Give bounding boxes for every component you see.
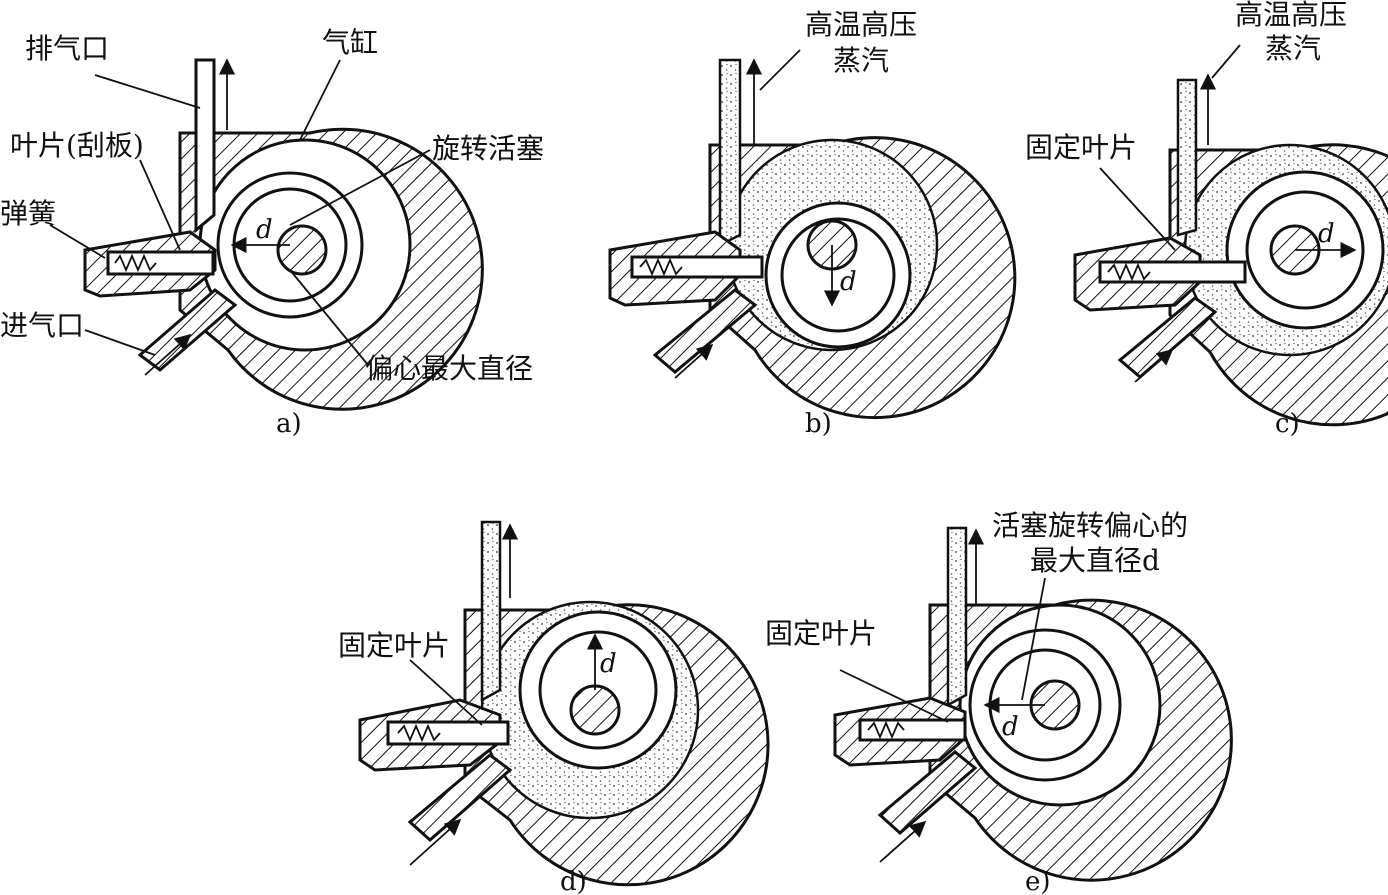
intake-pipe-e (877, 750, 978, 836)
label-cylinder: 气缸 (322, 26, 378, 59)
caption-b: b) (805, 409, 832, 439)
panel-c: d 高温高压 蒸汽 固定叶片 c) (1025, 0, 1388, 439)
leader-cylinder (299, 59, 341, 141)
leader-eccentric (289, 269, 369, 366)
panel-b: d 高温高压 蒸汽 b) (608, 8, 1017, 439)
exhaust-pipe-c (1176, 78, 1198, 237)
exhaust-pipe-d (480, 520, 502, 703)
panel-a: d 排气口 气缸 叶片(刮板) 旋转活塞 弹簧 进气口 偏心最大直径 a) (0, 26, 544, 439)
label-fixed-vane-e: 固定叶片 (765, 617, 877, 650)
intake-pipe (137, 288, 238, 372)
caption-d: d) (560, 867, 587, 895)
label-fixed-vane-d: 固定叶片 (338, 629, 450, 662)
vane-slot-d (386, 720, 510, 746)
leader-vane (139, 159, 181, 251)
spring-e (867, 720, 905, 740)
label-rotating-piston: 旋转活塞 (432, 132, 544, 165)
intake-flow-arrow-d (409, 818, 462, 866)
label-steam-c-1: 高温高压 (1235, 0, 1347, 31)
d-label-d: d (600, 649, 617, 679)
leader-fixed-vane-d (409, 659, 483, 726)
label-steam-b-1: 高温高压 (805, 8, 917, 41)
eccentric-shaft-d (569, 684, 621, 736)
intake-pipe-d (407, 753, 513, 843)
label-piston-eccentric-2: 最大直径d (1030, 544, 1160, 577)
d-label-a: d (256, 215, 273, 245)
spring-b (639, 257, 683, 277)
leader-intake (84, 329, 156, 356)
leader-steam-c (1211, 44, 1241, 79)
label-steam-c-2: 蒸汽 (1265, 32, 1321, 65)
label-piston-eccentric-1: 活塞旋转偏心的 (992, 509, 1188, 542)
spring-c (1107, 262, 1151, 282)
intake-flow-arrow-e (879, 820, 927, 863)
leader-fixed-vane-e (839, 669, 949, 723)
panel-d: d 固定叶片 d) (338, 520, 770, 895)
intake-flow-arrow (144, 333, 192, 376)
leader-eccentric-e (1021, 577, 1046, 701)
spring (114, 253, 157, 273)
caption-c: c) (1275, 409, 1300, 439)
leader-spring (49, 224, 106, 259)
d-label-b: d (840, 267, 857, 297)
leader-steam-b (759, 49, 801, 91)
label-vane: 叶片(刮板) (10, 129, 144, 162)
label-steam-b-2: 蒸汽 (833, 44, 889, 77)
d-label-e: d (1002, 712, 1019, 742)
vane-slot-c (1098, 260, 1247, 284)
label-fixed-vane-c: 固定叶片 (1025, 131, 1137, 164)
label-exhaust-port: 排气口 (25, 32, 109, 65)
label-spring: 弹簧 (0, 197, 56, 230)
exhaust-pipe-b (718, 58, 742, 248)
leader-piston (289, 149, 431, 226)
intake-flow-arrow-b (674, 343, 714, 379)
caption-a: a) (276, 409, 302, 439)
panel-e: d 活塞旋转偏心的 最大直径d 固定叶片 e) (765, 509, 1233, 895)
spring-d (397, 723, 441, 743)
label-intake-port: 进气口 (0, 309, 84, 342)
vane-slot (106, 250, 215, 276)
leader-exhaust (94, 74, 201, 109)
exhaust-pipe-e (946, 526, 968, 708)
eccentric-shaft (276, 224, 328, 276)
caption-e: e) (1025, 867, 1051, 895)
d-label-c: d (1318, 219, 1335, 249)
intake-pipe-c (1117, 296, 1218, 379)
vane-slot-e (858, 718, 967, 742)
exhaust-pipe (194, 58, 216, 234)
intake-pipe-b (652, 288, 758, 374)
intake-flow-arrow-c (1134, 348, 1174, 383)
leader-fixed-vane-c (1099, 167, 1176, 251)
label-eccentric-max-diameter: 偏心最大直径 (365, 352, 533, 385)
